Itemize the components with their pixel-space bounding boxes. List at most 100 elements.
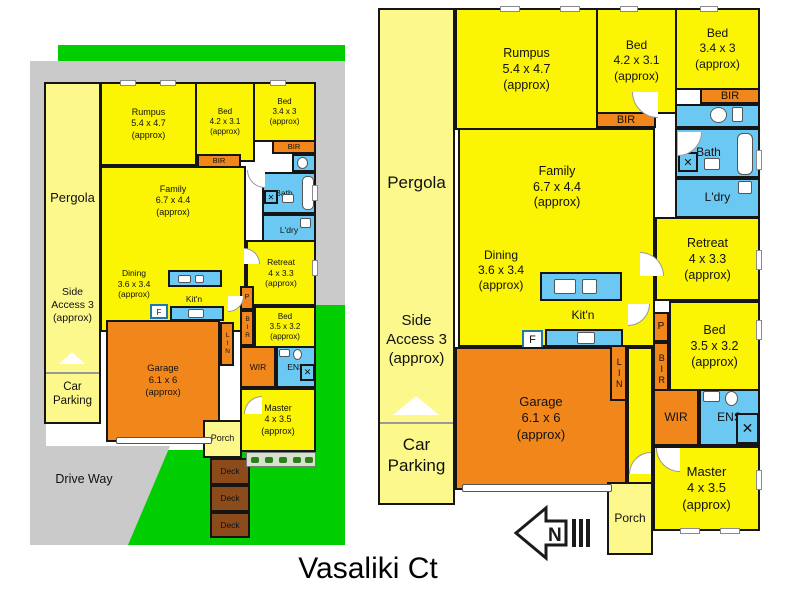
window-marker — [270, 80, 286, 86]
window-marker — [312, 260, 318, 276]
kitchen-label: Kit'n — [571, 308, 595, 322]
vanity-icon — [282, 194, 294, 203]
sink-icon — [582, 279, 597, 294]
kitchen-bench — [170, 306, 224, 321]
family-label: Family 6.7 x 4.4 (approx) — [533, 164, 581, 210]
window-marker — [756, 470, 762, 490]
toilet-icon — [725, 391, 738, 406]
shrub-icon — [279, 457, 287, 463]
room-garage: Garage 6.1 x 6 (approx) — [455, 347, 627, 490]
north-label: N — [548, 525, 562, 546]
driveway: Drive Way — [30, 446, 170, 545]
laundry-trough-icon — [738, 181, 752, 194]
garage-door — [116, 437, 212, 444]
linen-closet: LIN — [610, 345, 627, 401]
site-plan-left: Drive Way Pergola Side Access 3 (approx)… — [0, 0, 360, 600]
shrub-icon — [293, 457, 301, 463]
linen-closet: LIN — [220, 322, 234, 366]
divider — [46, 372, 99, 374]
garden-bed — [246, 452, 316, 467]
bathtub-icon — [737, 133, 753, 175]
room-rumpus: Rumpus 5.4 x 4.7 (approx) — [100, 82, 197, 166]
shrub-icon — [251, 457, 259, 463]
porch: Porch — [607, 482, 653, 555]
cooktop-icon — [188, 309, 204, 318]
room-bed-34: Bed 3.4 x 3 (approx) — [253, 82, 316, 142]
living-zone: Family 6.7 x 4.4 (approx) Dining 3.6 x 3… — [458, 128, 655, 349]
window-marker — [160, 80, 176, 86]
north-arrow-icon: N — [513, 504, 590, 562]
room-retreat: Retreat 4 x 3.3 (approx) — [655, 217, 760, 301]
room-garage: Garage 6.1 x 6 (approx) — [106, 320, 220, 442]
page-title: Vasaliki Ct — [298, 552, 438, 585]
shrub-icon — [265, 457, 273, 463]
pantry-closet: P — [653, 312, 669, 342]
toilet-icon — [710, 107, 727, 123]
wir-closet: WIR — [240, 346, 276, 388]
floor-plan-right: Pergola Side Access 3 (approx) Car Parki… — [360, 0, 800, 600]
side-access-label: Side Access 3 (approx) — [386, 312, 447, 367]
bir-closet: BIR — [272, 140, 316, 154]
living-zone: Family 6.7 x 4.4 (approx) Dining 3.6 x 3… — [100, 166, 246, 332]
car-parking-label: Car Parking — [53, 381, 92, 408]
room-bed-35: Bed 3.5 x 3.2 (approx) — [669, 301, 760, 391]
room-bed-42: Bed 4.2 x 3.1 (approx) — [195, 82, 255, 162]
window-marker — [620, 6, 638, 12]
cistern-icon — [732, 107, 743, 122]
car-parking-label: Car Parking — [387, 435, 446, 476]
side-lawn — [316, 305, 345, 545]
bir-closet: BIR — [653, 342, 669, 396]
door-arc-icon — [247, 170, 265, 188]
sink-icon — [178, 275, 191, 283]
room-master: Master 4 x 3.5 (approx) — [240, 388, 316, 452]
garage-door — [462, 484, 612, 492]
vanity-icon — [703, 391, 720, 402]
shower-icon: ✕ — [300, 364, 315, 381]
dining-label: Dining 3.6 x 3.4 (approx) — [477, 248, 525, 292]
paving-left — [30, 61, 46, 545]
pergola-strip: Pergola Side Access 3 (approx) Car Parki… — [44, 82, 101, 424]
side-access-label: Side Access 3 (approx) — [51, 286, 94, 325]
toilet-icon — [297, 157, 308, 169]
dining-label: Dining 3.6 x 3.4 (approx) — [117, 268, 151, 300]
room-rumpus: Rumpus 5.4 x 4.7 (approx) — [455, 8, 598, 130]
divider — [380, 422, 453, 424]
driveway-label: Drive Way — [55, 472, 113, 486]
deck: Deck — [210, 458, 250, 485]
sink-icon — [554, 279, 576, 294]
pergola-strip: Pergola Side Access 3 (approx) Car Parki… — [378, 8, 455, 505]
pergola-label: Pergola — [50, 190, 95, 205]
shower-icon: ✕ — [264, 190, 278, 204]
paving-top — [30, 61, 345, 83]
window-marker — [312, 185, 318, 201]
room-bed-35: Bed 3.5 x 3.2 (approx) — [254, 306, 316, 348]
porch: Porch — [203, 420, 242, 458]
window-marker — [560, 6, 580, 12]
window-marker — [720, 528, 740, 534]
bir-closet: BIR — [596, 112, 656, 128]
deck: Deck — [210, 512, 250, 538]
shower-icon: ✕ — [736, 413, 759, 444]
window-marker — [680, 528, 700, 534]
access-arrow-icon — [393, 396, 439, 415]
family-label: Family 6.7 x 4.4 (approx) — [155, 184, 191, 217]
toilet-icon — [293, 349, 302, 360]
window-marker — [120, 80, 136, 86]
window-marker — [700, 6, 718, 12]
sink-icon — [195, 275, 204, 283]
room-retreat: Retreat 4 x 3.3 (approx) — [246, 240, 316, 306]
shrub-icon — [305, 457, 313, 463]
window-marker — [756, 320, 762, 340]
kitchen-label: Kit'n — [185, 294, 203, 304]
vanity-icon — [704, 158, 720, 170]
vanity-icon — [279, 349, 290, 357]
rear-lawn — [58, 45, 345, 61]
cooktop-icon — [577, 332, 595, 344]
fridge-box: F — [150, 304, 168, 319]
laundry-trough-icon — [300, 218, 311, 228]
room-bed-34: Bed 3.4 x 3 (approx) — [675, 8, 760, 90]
pergola-label: Pergola — [387, 173, 446, 192]
kitchen-bench — [545, 329, 623, 347]
kitchen-island — [540, 272, 622, 301]
